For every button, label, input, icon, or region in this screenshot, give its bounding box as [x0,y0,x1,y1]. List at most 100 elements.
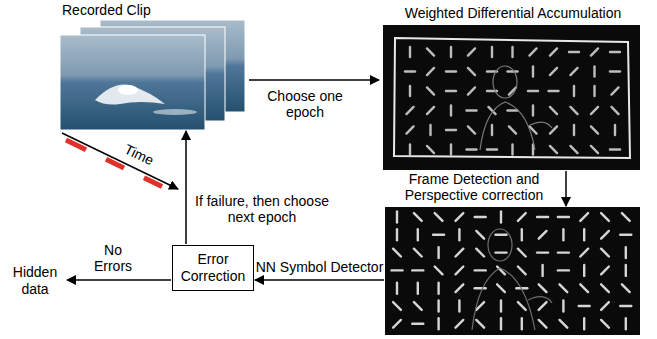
output-node: Hidden data [4,262,66,300]
arrow-connector [67,279,171,281]
symbol-bar [450,106,452,116]
symbol-bar [550,107,557,114]
symbol-bar [396,283,398,294]
symbol-bar [446,70,456,72]
symbol-bar [569,51,579,53]
epoch-mark [66,140,86,150]
symbol-bar [521,229,523,240]
symbol-bar [539,284,547,292]
symbol-bar [487,148,497,150]
symbol-bar [508,70,518,72]
symbol-bar [611,107,618,114]
wave-foam [118,85,138,95]
symbol-bar [475,269,486,271]
ghost-figure [480,66,552,150]
arrow-connector [255,279,384,281]
symbol-bar [583,318,585,329]
symbol-bar [593,86,595,96]
symbol-bar [570,107,577,114]
symbol-bar [601,267,609,275]
symbol-bar [414,302,422,310]
symbol-bar [591,48,598,55]
symbol-bar [620,234,631,236]
symbol-bar [550,68,557,75]
symbol-bar [601,320,609,328]
symbol-bar [437,247,439,258]
symbol-bar [625,247,627,258]
symbol-bar [412,269,423,271]
symbol-bar [427,107,434,114]
symbol-bar [393,249,401,257]
symbol-bar [601,302,609,310]
symbol-bar [458,301,460,312]
symbol-bar [509,126,516,133]
symbol-bar [475,216,486,218]
symbol-bar [558,269,569,271]
symbol-bar [625,265,627,276]
symbol-bar [583,229,585,240]
arrow-connector [185,131,187,244]
symbol-bar [610,51,620,53]
symbol-bar [476,231,484,239]
symbol-bar [573,125,575,135]
arrow-connector [249,79,379,81]
symbol-bar [396,229,398,240]
symbol-bar [437,301,439,312]
symbol-bar [610,148,620,150]
symbol-bar [539,320,547,328]
ghost-body [472,268,535,330]
symbol-bar [610,70,620,72]
symbol-bar [409,145,411,155]
symbol-bar [539,302,547,310]
symbol-bar [518,302,526,310]
symbol-bar [562,301,564,312]
symbol-bar [396,212,398,223]
symbol-bar [427,48,434,55]
symbol-bar [620,305,631,307]
corrected-image-node [385,207,640,335]
symbol-bar [456,320,464,328]
symbol-bar [427,68,434,75]
symbol-bar [475,287,486,289]
symbol-bar [435,267,443,275]
symbol-bar [573,86,575,96]
symbol-bar [622,284,630,292]
node-heading: Hidden data [6,264,64,298]
box-label: Error Correction [179,251,247,285]
symbol-bar [456,249,464,257]
symbol-bar [511,145,513,155]
symbol-bar [437,283,439,294]
arrow-connector [565,171,567,206]
ghost-body [480,102,535,150]
symbol-bar [580,284,588,292]
process-box: Error Correction [172,245,254,291]
symbol-bar [570,68,577,75]
symbol-bar [468,68,475,75]
symbol-bar [558,251,569,253]
ghost-hand [530,122,552,128]
node-heading: Recorded Clip [62,2,248,19]
symbol-bar [468,48,475,55]
symbol-bar [456,267,464,275]
symbol-bar [446,90,456,92]
symbol-bar [511,47,513,57]
symbol-bar [433,234,444,236]
symbol-bar [437,318,439,329]
symbol-bar [591,146,598,153]
epoch-marks [66,140,162,186]
symbol-bar [601,231,609,239]
symbol-bar [591,126,598,133]
symbol-bar [601,249,609,257]
symbol-bar [392,269,403,271]
epoch-mark [144,178,162,187]
symbol-bar [579,305,590,307]
time-axis [62,133,178,189]
symbol-bar [406,107,413,114]
symbol-bar [591,107,598,114]
symbol-bar [409,86,411,96]
video-frame [60,35,205,130]
symbol-bar [518,249,526,257]
symbol-bar [414,249,422,257]
